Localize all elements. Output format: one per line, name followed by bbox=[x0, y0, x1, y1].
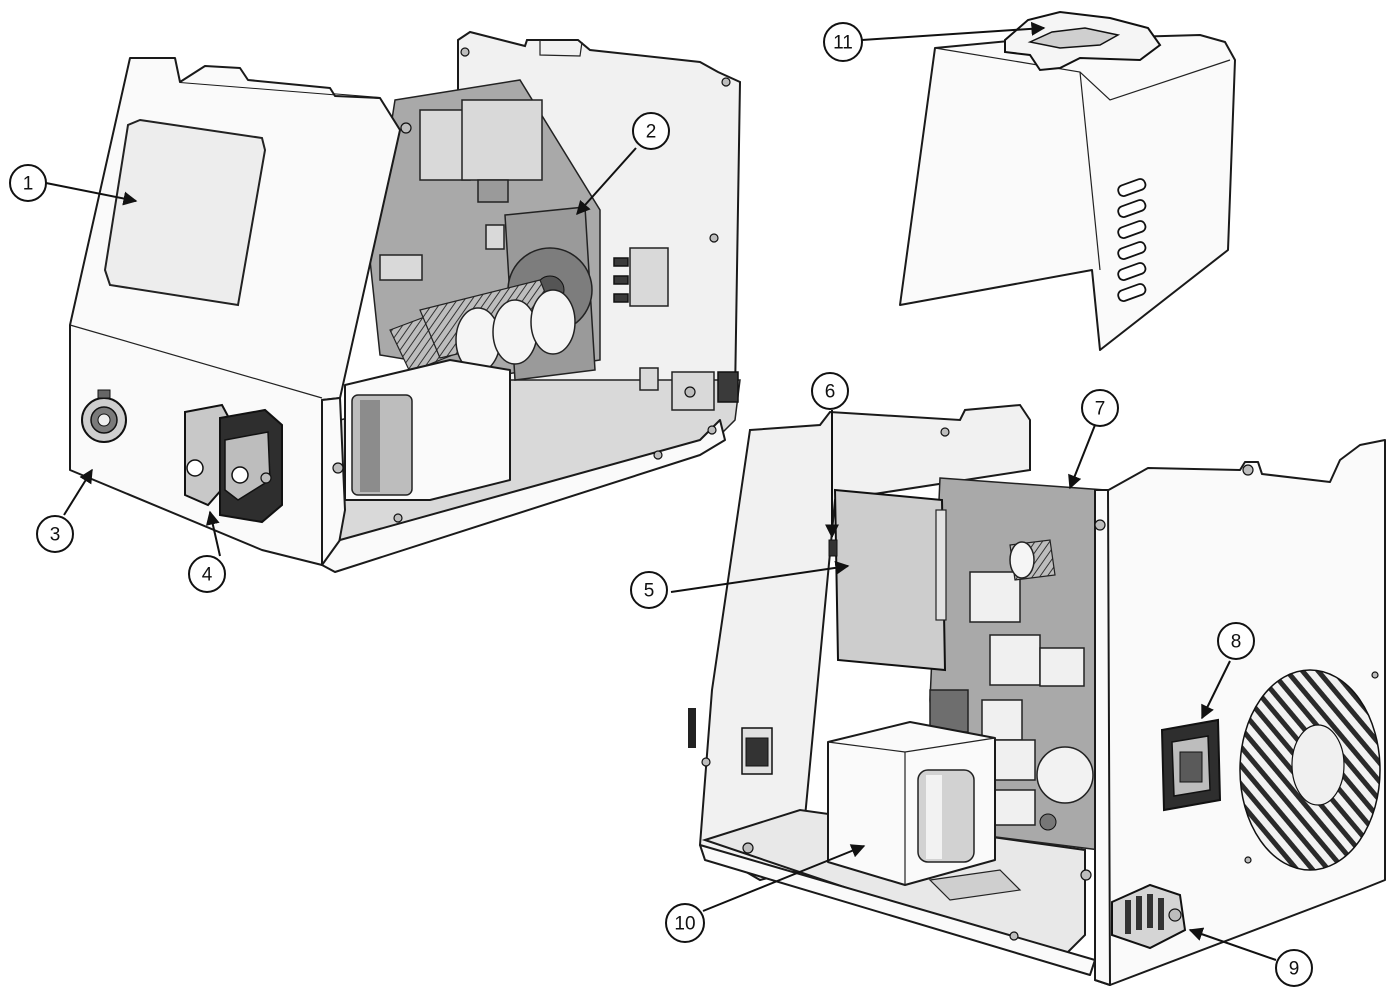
front-unit-transformer bbox=[344, 359, 511, 501]
leader-9 bbox=[1188, 927, 1277, 961]
front-unit-capacitors bbox=[389, 279, 576, 373]
display-window bbox=[103, 118, 267, 307]
callout-leaders bbox=[45, 21, 1277, 961]
callout-2-label: 2 bbox=[646, 122, 657, 143]
leader-8 bbox=[1201, 660, 1231, 720]
main-transformer bbox=[827, 721, 1022, 901]
rear-unit-assembly bbox=[688, 403, 1386, 986]
leader-2 bbox=[576, 147, 637, 216]
callout-7-label: 7 bbox=[1095, 399, 1106, 420]
top-cover bbox=[899, 10, 1236, 351]
callout-5-label: 5 bbox=[644, 581, 655, 602]
callout-3-label: 3 bbox=[50, 525, 61, 546]
leader-5 bbox=[670, 560, 850, 593]
callout-1-label: 1 bbox=[23, 174, 34, 195]
board-connector bbox=[828, 539, 838, 557]
front-unit-assembly bbox=[69, 30, 742, 573]
fan-grille bbox=[1239, 669, 1381, 871]
leader-4 bbox=[205, 510, 221, 557]
callout-2: 2 bbox=[632, 112, 670, 150]
power-switch bbox=[1160, 718, 1222, 812]
front-unit-relay-block bbox=[461, 99, 543, 181]
callout-9: 9 bbox=[1275, 949, 1313, 987]
callouts: 1 2 3 4 5 6 7 8 bbox=[9, 22, 1313, 987]
callout-10: 10 bbox=[665, 903, 705, 943]
leader-3 bbox=[63, 468, 93, 516]
callout-9-label: 9 bbox=[1289, 959, 1300, 980]
callout-8: 8 bbox=[1217, 622, 1255, 660]
callout-6: 6 bbox=[811, 372, 849, 410]
leader-7 bbox=[1068, 424, 1096, 490]
callout-10-label: 10 bbox=[674, 914, 695, 935]
callout-3: 3 bbox=[36, 515, 74, 553]
output-terminal bbox=[1111, 883, 1187, 950]
front-connector bbox=[184, 403, 283, 524]
leader-10 bbox=[702, 844, 866, 912]
display-board bbox=[833, 488, 947, 672]
cover-vent-slots bbox=[1117, 178, 1147, 302]
leader-11 bbox=[861, 21, 1046, 41]
leader-1 bbox=[45, 182, 138, 206]
callout-7: 7 bbox=[1081, 389, 1119, 427]
callout-4-label: 4 bbox=[202, 565, 213, 586]
callout-6-label: 6 bbox=[825, 382, 836, 403]
output-knob bbox=[81, 389, 127, 443]
callout-5: 5 bbox=[630, 571, 668, 609]
callout-1: 1 bbox=[9, 164, 47, 202]
cover-body bbox=[899, 34, 1236, 351]
callout-11: 11 bbox=[823, 22, 863, 62]
side-wall-relay bbox=[613, 247, 669, 307]
callout-11-label: 11 bbox=[833, 33, 853, 54]
callout-8-label: 8 bbox=[1231, 632, 1242, 653]
callout-4: 4 bbox=[188, 555, 226, 593]
